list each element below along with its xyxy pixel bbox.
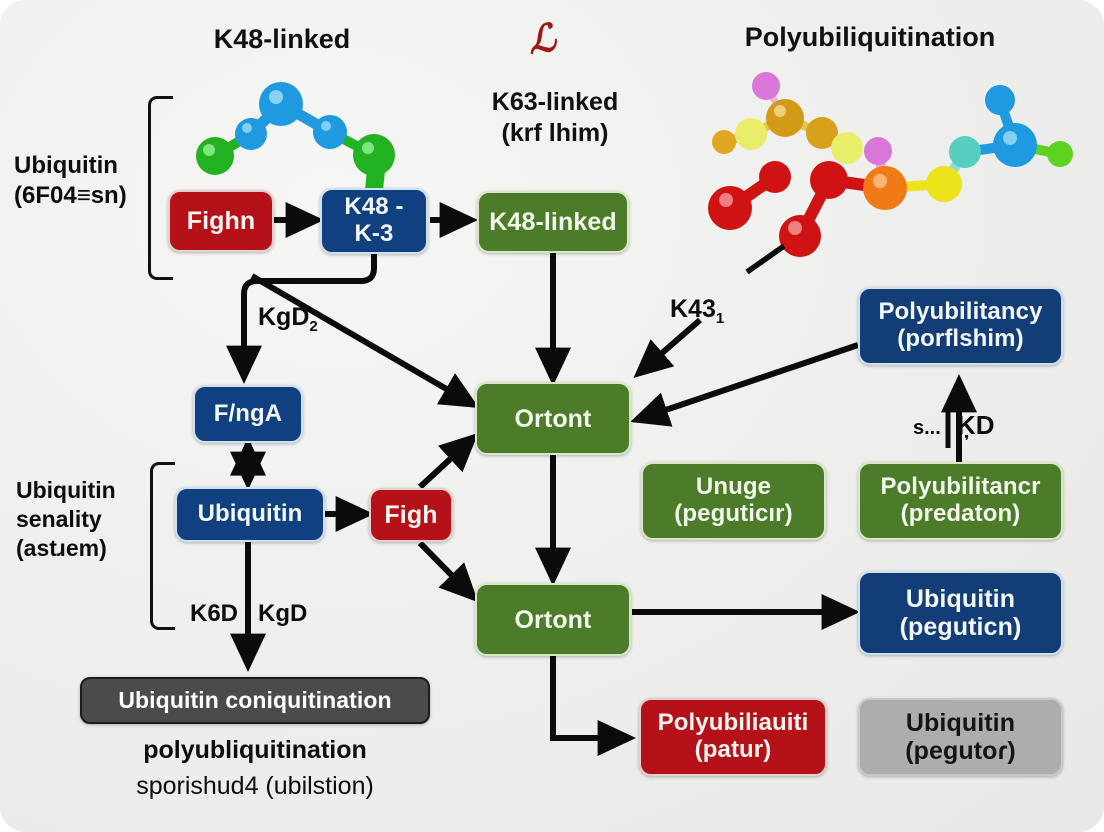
node-k48-linked[interactable]: K48-linked bbox=[477, 191, 629, 253]
node-unuge[interactable]: Unuge (peguticır) bbox=[641, 462, 826, 540]
node-ubiquitin-peguticn[interactable]: Ubiquitin (peguticn) bbox=[858, 571, 1063, 655]
edge-label-k43-text: K43 bbox=[670, 295, 716, 323]
edge-label-s-dots: s... bbox=[913, 417, 941, 439]
node-polyubiliauiti-line1: Polyubiliauiti bbox=[657, 709, 809, 737]
node-ubiquitin-mid-label: Ubiquitin bbox=[197, 500, 303, 528]
node-ubiquitin-conjugation[interactable]: Ubiquitin coniquitination bbox=[80, 677, 430, 724]
node-k48-k3-line2: K-3 bbox=[354, 220, 394, 247]
node-fnga[interactable]: F/ngA bbox=[193, 385, 303, 443]
node-fighn-label: Fighn bbox=[186, 207, 256, 235]
node-fighn[interactable]: Fighn bbox=[168, 190, 274, 252]
node-k48-linked-label: K48-linked bbox=[489, 208, 617, 236]
node-polyubilitancy[interactable]: Polyubilitancy (porflshim) bbox=[858, 287, 1063, 365]
node-ubiquitin-pegutor[interactable]: Ubiquitin (pegutoɾ) bbox=[858, 698, 1063, 776]
group-label-upper-line2: (6F04≡sn) bbox=[14, 182, 127, 209]
node-polyubiliauiti[interactable]: Polyubiliauiti (patur) bbox=[639, 698, 827, 776]
title-k63-linked-sub: (krf lhim) bbox=[501, 119, 609, 147]
bracket-upper-group bbox=[148, 96, 173, 280]
node-ubiquitin-pegutor-line1: Ubiquitin bbox=[905, 709, 1016, 737]
node-figh[interactable]: Figh bbox=[369, 488, 453, 542]
node-unuge-line2: (peguticır) bbox=[674, 500, 793, 527]
node-polyubilitancr[interactable]: Polyubilitancr (predaton) bbox=[858, 462, 1063, 540]
edge-label-kgd: KgD bbox=[258, 600, 308, 627]
node-polyubilitancy-line1: Polyubilitancy bbox=[878, 298, 1043, 326]
node-ubiquitin-peguticn-line2: (peguticn) bbox=[899, 613, 1022, 641]
caption-plain: sporishud4 (ubilstion) bbox=[136, 772, 374, 800]
edge-label-kd: ĶD bbox=[957, 410, 995, 440]
edge-label-k43: K431 bbox=[670, 295, 724, 327]
node-ubiquitin-pegutor-line2: (pegutoɾ) bbox=[905, 737, 1016, 765]
node-ortont-top-label: Ortont bbox=[514, 404, 592, 433]
edge-label-k43-sub: 1 bbox=[715, 310, 725, 327]
edge-label-kgd2-text: KgD bbox=[258, 303, 310, 331]
node-polyubiliauiti-line2: (patur) bbox=[694, 736, 772, 763]
group-label-lower-line3: (astɹem) bbox=[16, 535, 107, 561]
node-ortont-top[interactable]: Ortont bbox=[475, 382, 631, 455]
node-polyubilitancr-line2: (predaton) bbox=[900, 500, 1021, 527]
title-k63-linked: K63-linked bbox=[491, 88, 619, 116]
node-polyubilitancy-line2: (porflshim) bbox=[897, 325, 1024, 352]
group-label-lower-line1: Ubiquitin bbox=[16, 477, 116, 503]
script-glyph-L: ℒ bbox=[525, 14, 559, 63]
group-label-upper-line1: Ubiquitin bbox=[14, 152, 118, 179]
node-figh-label: Figh bbox=[384, 501, 438, 529]
caption-bold: polyubliquitination bbox=[143, 736, 367, 764]
bracket-lower-group bbox=[150, 462, 175, 630]
node-ubiquitin-conjugation-label: Ubiquitin coniquitination bbox=[118, 686, 392, 713]
edge-label-kgd2: KgD2 bbox=[258, 303, 318, 335]
node-ortont-bottom-label: Ortont bbox=[514, 605, 592, 634]
title-polyubiliquitination: Polyubiliquitination bbox=[744, 22, 996, 52]
node-ubiquitin-mid[interactable]: Ubiquitin bbox=[175, 487, 325, 542]
node-ortont-bottom[interactable]: Ortont bbox=[475, 583, 631, 656]
node-unuge-line1: Unuge bbox=[695, 473, 772, 501]
node-polyubilitancr-line1: Polyubilitancr bbox=[880, 473, 1041, 501]
edge-label-kgd2-sub: 2 bbox=[309, 318, 318, 335]
title-k48-linked: K48-linked bbox=[213, 24, 351, 54]
node-fnga-label: F/ngA bbox=[213, 399, 283, 427]
group-label-lower-line2: senality bbox=[16, 506, 102, 532]
edge-label-k6d: K6D bbox=[190, 600, 239, 627]
node-k48-k3[interactable]: K48 - K-3 bbox=[320, 188, 428, 254]
node-ubiquitin-peguticn-line1: Ubiquitin bbox=[905, 585, 1016, 613]
node-k48-k3-line1: K48 - bbox=[344, 193, 404, 221]
